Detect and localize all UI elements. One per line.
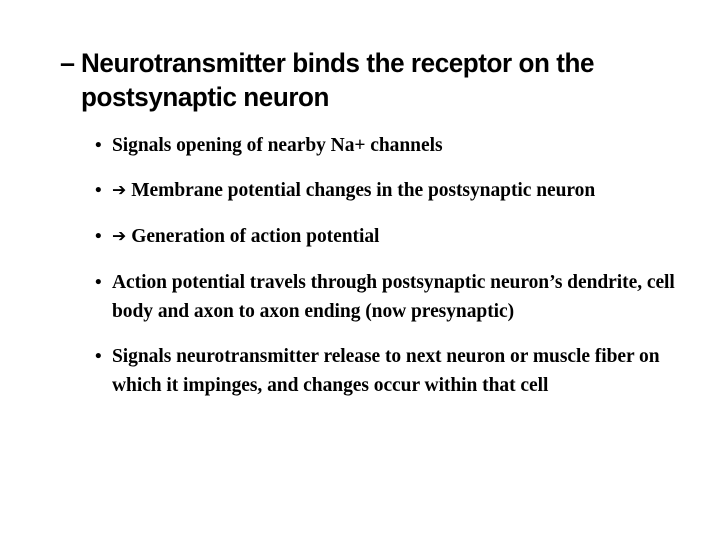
list-item: • Action potential travels through posts…: [95, 268, 685, 326]
round-bullet-icon: •: [95, 346, 102, 367]
list-item: • ➔Generation of action potential: [95, 222, 685, 252]
en-dash-bullet-icon: –: [60, 48, 75, 78]
list-item: • Signals opening of nearby Na+ channels: [95, 131, 685, 160]
list-item-text: ➔Generation of action potential: [112, 222, 678, 252]
right-arrow-icon: ➔: [112, 226, 127, 247]
list-item-label: Generation of action potential: [131, 226, 380, 247]
heading-text: Neurotransmitter binds the receptor on t…: [80, 48, 595, 112]
list-item-label: Membrane potential changes in the postsy…: [131, 180, 596, 201]
heading-bullet-item: – Neurotransmitter binds the receptor on…: [60, 46, 675, 114]
list-item-text: Signals neurotransmitter release to next…: [112, 346, 660, 396]
round-bullet-icon: •: [95, 226, 102, 247]
list-item: • Signals neurotransmitter release to ne…: [95, 342, 685, 400]
round-bullet-icon: •: [95, 272, 102, 293]
list-item-text: ➔Membrane potential changes in the posts…: [112, 176, 678, 206]
list-item-text: Signals opening of nearby Na+ channels: [112, 135, 443, 156]
right-arrow-icon: ➔: [112, 180, 127, 201]
list-item-text: Action potential travels through postsyn…: [112, 272, 675, 322]
bullet-list: • Signals opening of nearby Na+ channels…: [95, 131, 685, 400]
round-bullet-icon: •: [95, 180, 102, 201]
round-bullet-icon: •: [95, 135, 102, 156]
list-item: • ➔Membrane potential changes in the pos…: [95, 176, 685, 206]
